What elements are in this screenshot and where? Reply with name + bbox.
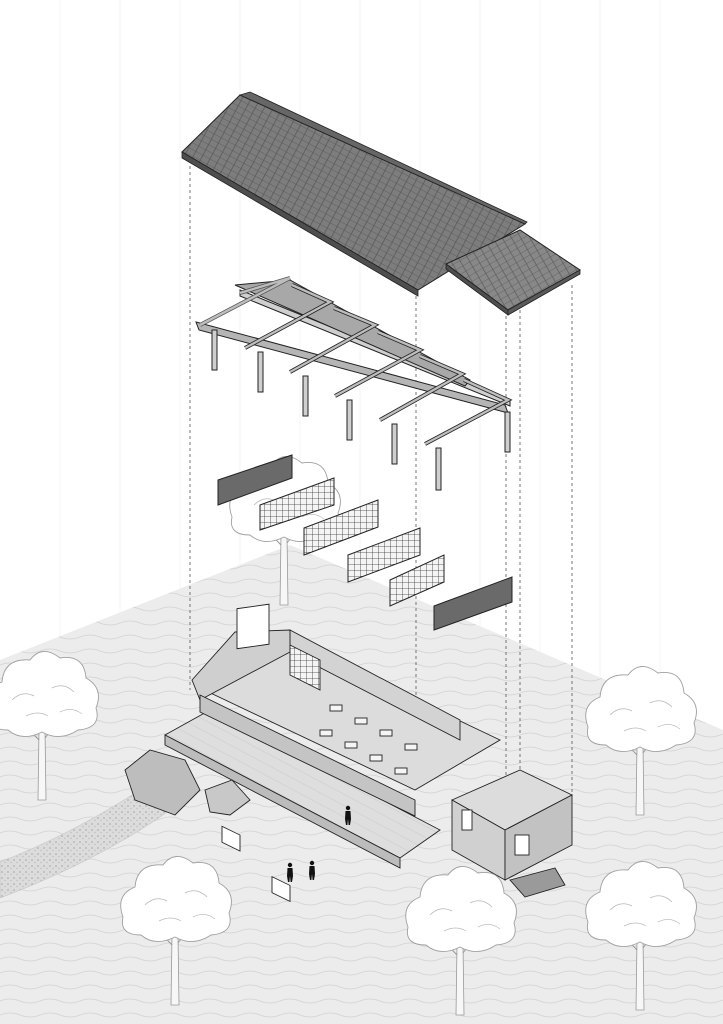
roof-shingles-icon [181, 91, 581, 316]
rock-icon [204, 779, 251, 816]
building-floor-plan-icon [124, 603, 574, 903]
gable-wall-panels-icon [217, 454, 513, 631]
window-icon [236, 603, 270, 650]
timber-truss-frame-icon [195, 276, 513, 491]
rock-icon [509, 867, 566, 898]
rock-icon [124, 749, 201, 816]
